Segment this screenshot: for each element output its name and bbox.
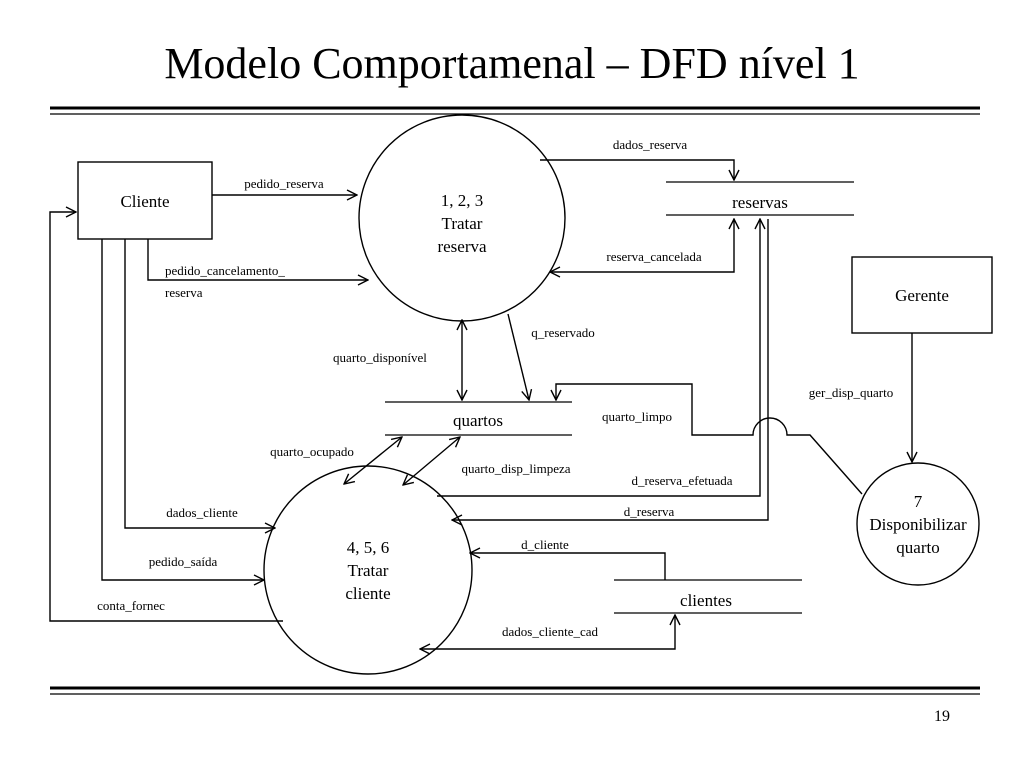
footer-rule — [50, 686, 980, 695]
flow-pedido-cancelamento-label-1: pedido_cancelamento_ — [165, 263, 285, 278]
flow-dados-cliente-cad — [420, 615, 675, 649]
process-tratar-reserva-number: 1, 2, 3 — [441, 191, 484, 210]
flow-pedido-saida — [101, 239, 264, 580]
flow-dados-cliente — [124, 239, 275, 528]
slide-title: Modelo Comportamenal – DFD nível 1 — [164, 39, 860, 88]
entity-gerente-label: Gerente — [895, 286, 949, 305]
store-quartos-label: quartos — [453, 411, 503, 430]
entity-cliente-label: Cliente — [120, 192, 169, 211]
flow-reserva-cancelada-label: reserva_cancelada — [606, 249, 701, 264]
process-tratar-reserva-line2: reserva — [437, 237, 487, 256]
flow-pedido-cancelamento-label-2: reserva — [165, 285, 203, 300]
store-reservas: reservas — [666, 181, 854, 216]
process-tratar-cliente-number: 4, 5, 6 — [347, 538, 390, 557]
flow-dados-cliente-label: dados_cliente — [166, 505, 238, 520]
process-disponibilizar-line2: quarto — [896, 538, 939, 557]
entity-gerente: Gerente — [851, 256, 993, 334]
flow-quarto-limpo-label: quarto_limpo — [602, 409, 672, 424]
entity-cliente: Cliente — [77, 161, 213, 240]
store-clientes: clientes — [614, 579, 802, 614]
flow-pedido-cancelamento — [147, 239, 368, 280]
flow-dados-reserva — [540, 159, 734, 180]
process-disponibilizar-line1: Disponibilizar — [869, 515, 967, 534]
flow-ger-disp-quarto-label: ger_disp_quarto — [809, 385, 893, 400]
store-clientes-label: clientes — [680, 591, 732, 610]
flow-d-cliente-label: d_cliente — [521, 537, 569, 552]
process-tratar-reserva: 1, 2, 3 Tratar reserva — [358, 114, 566, 322]
process-tratar-reserva-line1: Tratar — [442, 214, 483, 233]
page-number: 19 — [934, 708, 950, 725]
flow-quarto-disp-limpeza-label: quarto_disp_limpeza — [461, 461, 570, 476]
flow-quarto-disponivel-label: quarto_disponível — [333, 350, 427, 365]
process-tratar-cliente-line1: Tratar — [348, 561, 389, 580]
process-disponibilizar-quarto: 7 Disponibilizar quarto — [856, 462, 980, 586]
flow-dados-cliente-cad-label: dados_cliente_cad — [502, 624, 599, 639]
process-tratar-cliente: 4, 5, 6 Tratar cliente — [263, 465, 473, 675]
flow-q-reservado — [507, 313, 529, 400]
flow-d-reserva-efetuada — [437, 219, 760, 497]
process-disponibilizar-number: 7 — [914, 492, 923, 511]
flow-quarto-ocupado — [344, 437, 402, 484]
process-tratar-cliente-line2: cliente — [345, 584, 390, 603]
flow-dados-reserva-label: dados_reserva — [613, 137, 688, 152]
flow-pedido-saida-label: pedido_saída — [149, 554, 218, 569]
flow-reserva-cancelada — [550, 219, 734, 272]
flow-d-reserva — [452, 219, 769, 520]
flow-quarto-ocupado-label: quarto_ocupado — [270, 444, 354, 459]
flow-d-cliente — [470, 553, 666, 580]
flow-quarto-disp-limpeza — [403, 437, 460, 485]
store-quartos: quartos — [385, 401, 572, 436]
flow-q-reservado-label: q_reservado — [531, 325, 595, 340]
flow-d-reserva-efetuada-label: d_reserva_efetuada — [631, 473, 732, 488]
flow-conta-fornec-label: conta_fornec — [97, 598, 165, 613]
flow-pedido-reserva-label: pedido_reserva — [244, 176, 324, 191]
flow-conta-fornec — [49, 212, 283, 622]
flow-quarto-limpo — [556, 383, 863, 495]
flow-d-reserva-label: d_reserva — [624, 504, 675, 519]
store-reservas-label: reservas — [732, 193, 788, 212]
header-rule — [50, 106, 980, 115]
